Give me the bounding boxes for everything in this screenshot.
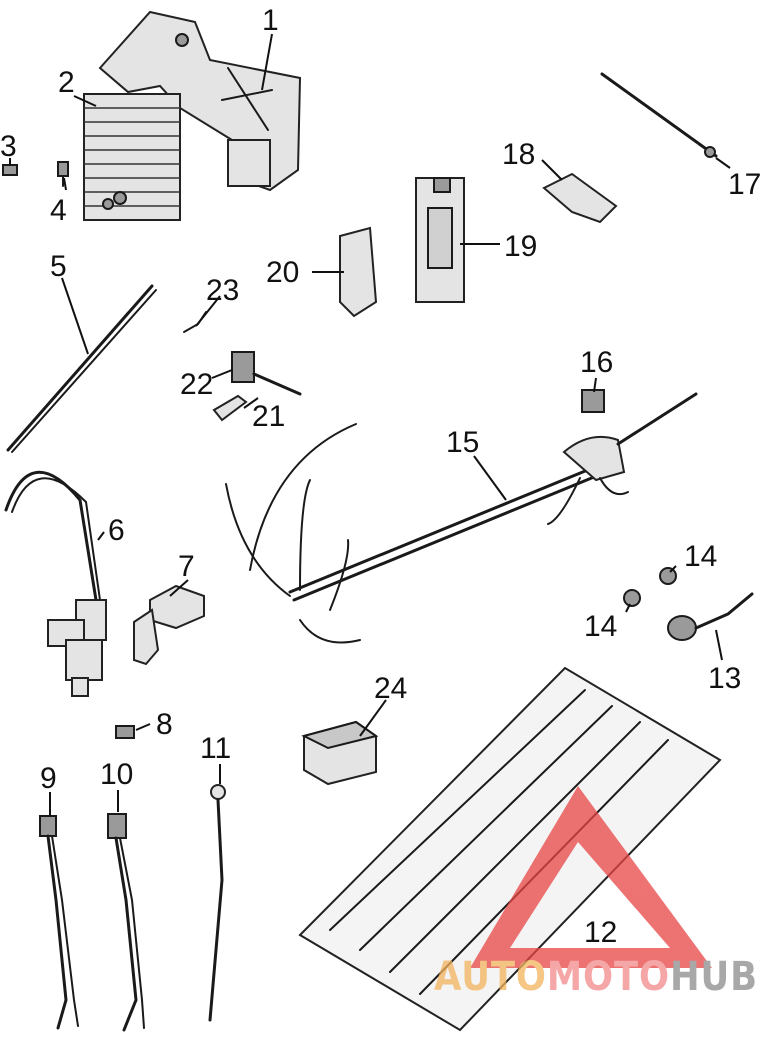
callout-7: 7 <box>178 550 195 583</box>
part-16-clip <box>581 389 605 413</box>
part-18-relay <box>542 172 618 224</box>
part-6-ignition-coil <box>4 471 107 697</box>
callout-4: 4 <box>50 194 67 227</box>
part-8-screw <box>115 725 135 739</box>
callout-5: 5 <box>50 250 67 283</box>
part-4-bolt <box>57 161 114 210</box>
callout-19: 19 <box>504 230 537 263</box>
part-10-sensor-lead <box>107 813 145 1032</box>
callout-9: 9 <box>40 762 57 795</box>
callout-11: 11 <box>200 732 231 765</box>
callout-17: 17 <box>728 168 761 201</box>
callout-22: 22 <box>180 368 213 401</box>
callout-15: 15 <box>446 426 479 459</box>
part-17-cable <box>600 72 718 158</box>
callout-1: 1 <box>262 4 279 37</box>
callout-23: 23 <box>206 274 239 307</box>
callout-14a: 14 <box>584 610 617 643</box>
part-24-battery <box>301 720 379 786</box>
callout-20: 20 <box>266 256 299 289</box>
callout-8: 8 <box>156 708 173 741</box>
part-21-sensor <box>231 351 302 396</box>
part-15-wiring-harness <box>225 392 698 644</box>
callout-13: 13 <box>708 662 741 695</box>
leader-lines <box>9 33 731 816</box>
watermark: AUTOMOTOHUB <box>434 786 758 1000</box>
callout-24: 24 <box>374 672 407 705</box>
watermark-text-moto: MOTO <box>547 954 670 1000</box>
callout-6: 6 <box>108 514 125 547</box>
callout-10: 10 <box>100 758 133 791</box>
part-13-connector <box>667 592 754 641</box>
part-2-regulator <box>83 93 181 221</box>
callout-3: 3 <box>0 130 17 163</box>
watermark-text-auto: AUTO <box>434 954 547 1000</box>
part-22-bracket <box>212 394 248 422</box>
watermark-triangle-logo <box>470 786 712 968</box>
part-7-plug-cap <box>133 584 205 666</box>
part-9-sensor-lead <box>39 815 79 1030</box>
callout-2: 2 <box>58 66 75 99</box>
callout-14b: 14 <box>684 540 717 573</box>
part-1-bracket <box>98 10 302 192</box>
part-3-bolt <box>2 164 18 176</box>
callout-18: 18 <box>502 138 535 171</box>
watermark-text: AUTOMOTOHUB <box>434 954 758 1000</box>
part-11-cable <box>208 784 226 1022</box>
callout-21: 21 <box>252 400 285 433</box>
watermark-text-hub: HUB <box>670 954 758 1000</box>
part-19-fuse-box <box>415 177 465 303</box>
part-14-nut <box>623 567 677 607</box>
callout-16: 16 <box>580 346 613 379</box>
part-23-pin <box>183 311 207 333</box>
part-20-switch <box>339 226 378 318</box>
part-5-cable <box>6 284 157 453</box>
callout-12: 12 <box>584 916 617 949</box>
